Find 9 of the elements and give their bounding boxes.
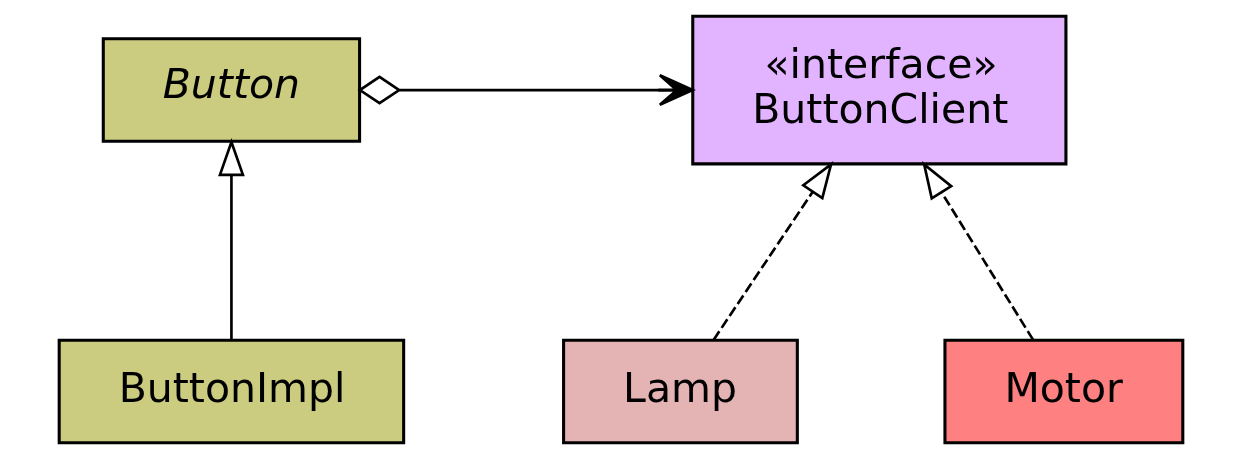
node-box: Button	[101, 37, 362, 143]
arrow	[922, 160, 1035, 341]
node-box: «interface» ButtonClient	[691, 14, 1068, 166]
arrow	[712, 160, 834, 341]
arrow	[357, 73, 694, 107]
node-box: ButtonImpl	[57, 338, 406, 445]
node-box: Lamp	[562, 338, 799, 445]
node-box: Motor	[943, 338, 1185, 445]
arrow	[218, 138, 245, 340]
